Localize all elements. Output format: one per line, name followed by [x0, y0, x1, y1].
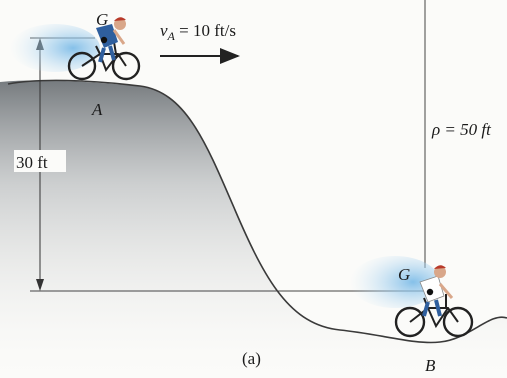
bicycle-rider-icon-B	[350, 256, 474, 338]
velocity-subscript: A	[167, 29, 176, 43]
height-label-gap	[14, 150, 66, 172]
velocity-value: = 10 ft/s	[175, 21, 236, 40]
hill-profile	[7, 79, 507, 344]
point-g-top-label: G	[96, 10, 108, 29]
rho-label: ρ = 50 ft	[431, 120, 492, 139]
point-a-label: A	[91, 100, 103, 119]
height-dim-arrow-bottom	[36, 279, 44, 291]
hill-ground-shading	[0, 80, 507, 378]
point-g-bottom-label: G	[398, 265, 410, 284]
velocity-symbol: v	[160, 21, 168, 40]
figure-caption: (a)	[242, 349, 261, 368]
velocity-label: vA = 10 ft/s	[160, 21, 236, 43]
height-label: 30 ft	[16, 153, 48, 172]
point-b-label: B	[425, 356, 436, 375]
bicycle-rider-icon-A	[10, 17, 141, 81]
